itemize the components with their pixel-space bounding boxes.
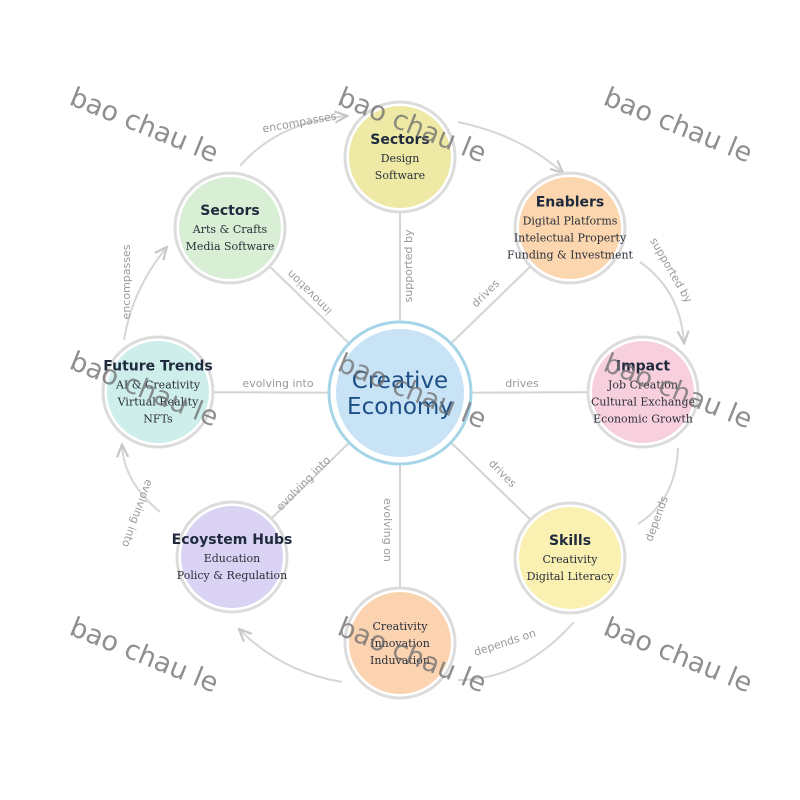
- node-circle: [107, 341, 209, 443]
- watermark: bao chau le: [65, 82, 222, 170]
- ring-arc-impact-to-skills: [637, 447, 679, 525]
- node-line: Intelectual Property: [514, 232, 627, 245]
- node-circle: [519, 507, 621, 609]
- node-circle: [519, 177, 621, 279]
- node-circle: [349, 592, 451, 694]
- spoke-label-future-trends: evolving into: [242, 377, 313, 390]
- ring-label-top: encompasses: [261, 110, 337, 136]
- node-title: Sectors: [370, 132, 429, 148]
- center-node-line-2: Economy: [347, 394, 453, 420]
- watermark: bao chau le: [599, 82, 756, 170]
- node-title: Ecoystem Hubs: [172, 532, 293, 548]
- node-circle: [181, 506, 283, 608]
- spoke-label-sectors-top: supported by: [402, 229, 415, 302]
- spoke-label-impact: drives: [505, 377, 539, 390]
- node-line: Cultural Exchange: [591, 396, 695, 409]
- node-line: Digital Platforms: [523, 215, 618, 228]
- node-line: NFTs: [143, 413, 173, 426]
- ring-connectors: [122, 116, 684, 683]
- center-node-circle: [336, 329, 464, 457]
- ring-arc-sectors-to-enablers: [457, 121, 562, 172]
- node-line: Education: [204, 552, 261, 565]
- ring-arc-bottom-to-ecosystem: [240, 630, 343, 683]
- node-line: Arts & Crafts: [192, 223, 268, 236]
- ring-arc-enablers-to-impact: [639, 261, 684, 342]
- ring-arc-future-to-sectors: [123, 248, 166, 341]
- node-line: Digital Literacy: [527, 570, 615, 583]
- node-circle: [349, 106, 451, 208]
- node-line: AI & Creativity: [115, 379, 201, 392]
- node-line: Job Creation: [607, 379, 678, 392]
- node-line: Innovation: [370, 637, 430, 650]
- node-circle: [592, 341, 694, 443]
- node-line: Software: [375, 169, 425, 182]
- watermark: bao chau le: [65, 612, 222, 700]
- node-circle: [179, 177, 281, 279]
- node-title: Skills: [549, 533, 591, 549]
- ring-arc-sectors-to-sectors: [239, 116, 346, 167]
- ring-arc-ecosystem-to-future: [122, 446, 161, 513]
- spoke-label-sectors-left: innovation: [284, 267, 334, 317]
- node-title: Impact: [616, 359, 671, 375]
- spoke-label-enablers: drives: [469, 277, 502, 310]
- node-title: Future Trends: [103, 359, 213, 375]
- spoke-label-ecosystem: evolving into: [274, 454, 334, 514]
- spoke-label-skills: drives: [486, 457, 519, 490]
- ring-label-left-upper: encompasses: [120, 244, 133, 319]
- node-line: Media Software: [186, 240, 275, 253]
- node-line: Creativity: [372, 620, 428, 633]
- node-line: Design: [381, 152, 420, 165]
- node-line: Virtual Reality: [117, 396, 199, 409]
- ring-arc-skills-to-bottom: [457, 621, 575, 681]
- ring-label-bottom-right: depends on: [472, 627, 537, 659]
- node-line: Funding & Investment: [507, 249, 634, 262]
- node-title: Enablers: [536, 195, 605, 211]
- node-line: Policy & Regulation: [177, 569, 287, 582]
- node-line: Induvation: [370, 654, 430, 667]
- center-node-line-1: Creative: [352, 368, 448, 394]
- spoke-label-bottom: evolving on: [381, 498, 394, 562]
- center-node: Creative Economy: [327, 320, 473, 466]
- node-line: Creativity: [542, 553, 598, 566]
- node-line: Economic Growth: [593, 413, 693, 426]
- node-title: Sectors: [200, 203, 259, 219]
- watermark: bao chau le: [599, 612, 756, 700]
